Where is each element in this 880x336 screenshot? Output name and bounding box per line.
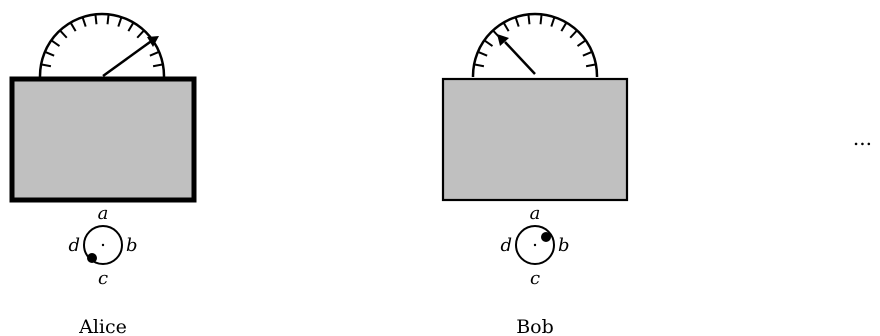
alice-label-b: b (126, 235, 138, 256)
meter-tick (585, 63, 597, 68)
alice-needle-arrowhead (147, 36, 159, 47)
meter-tick (569, 29, 578, 39)
alice-dial-marker (87, 253, 97, 263)
bob-needle-arrowhead (497, 34, 509, 46)
meter-tick (117, 16, 123, 27)
meter-tick (502, 22, 510, 32)
continuation-ellipsis: ... (853, 126, 872, 150)
alice-name: Alice (78, 316, 127, 336)
alice-label-d: d (68, 235, 80, 256)
bob-meter-ticks (473, 14, 597, 68)
bob-meter-dial (471, 12, 599, 77)
alice-meter-ticks (40, 14, 164, 68)
meter-tick (514, 16, 520, 27)
alice-meter (38, 12, 166, 78)
meter-tick (477, 50, 488, 57)
meter-tick (483, 39, 494, 47)
alice-setting-dial: a b c d (68, 203, 137, 289)
meter-tick (582, 50, 593, 57)
bob-label-d: d (500, 235, 512, 256)
bob-dial-center (533, 243, 537, 247)
meter-tick (152, 63, 164, 68)
bob-box (441, 77, 629, 202)
meter-tick (94, 14, 98, 25)
meter-tick (81, 16, 87, 27)
meter-tick (50, 39, 61, 47)
meter-tick (40, 63, 52, 68)
meter-tick (539, 14, 543, 25)
bob-setting-dial: a b c d (500, 203, 569, 289)
bob-dial-circle (515, 225, 555, 265)
meter-tick (550, 16, 556, 27)
meter-tick (576, 39, 587, 47)
meter-tick (44, 50, 55, 57)
meter-tick (69, 22, 77, 32)
meter-tick (560, 22, 568, 32)
meter-tick (527, 14, 531, 25)
alice-meter-dial (38, 12, 166, 77)
bob-meter-needle (504, 41, 536, 75)
party-bob: a b c d Bob (441, 12, 629, 336)
alice-label-a: a (98, 203, 109, 224)
bob-name: Bob (516, 316, 554, 336)
meter-tick (136, 29, 145, 39)
alice-dial-circle (83, 225, 123, 265)
alice-dial-center (101, 243, 105, 247)
bob-label-b: b (558, 235, 570, 256)
meter-tick (127, 22, 135, 32)
party-alice: a b c d Alice (9, 12, 197, 336)
alice-box (9, 76, 197, 203)
meter-tick (473, 63, 485, 68)
alice-meter-needle (102, 40, 151, 78)
meter-tick (149, 50, 160, 57)
meter-tick (106, 14, 110, 25)
bob-label-a: a (530, 203, 541, 224)
bob-label-c: c (530, 268, 540, 289)
meter-tick (59, 29, 68, 39)
bob-meter (471, 12, 599, 77)
alice-label-c: c (98, 268, 108, 289)
bob-dial-marker (541, 232, 551, 242)
